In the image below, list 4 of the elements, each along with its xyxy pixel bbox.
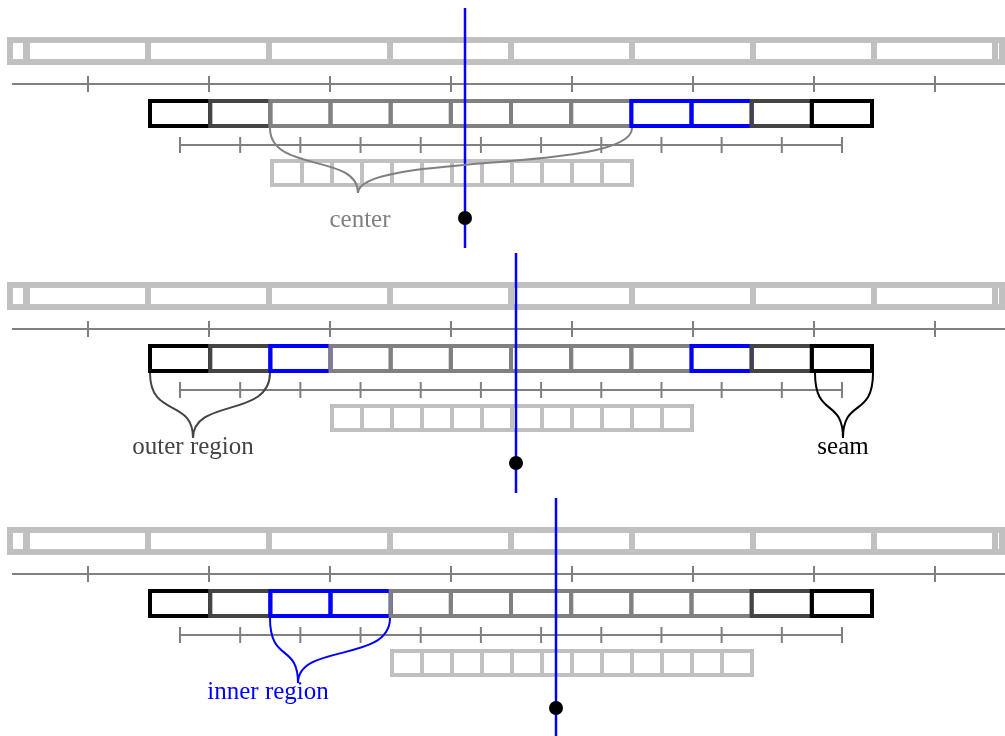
bracket-label: seam — [817, 432, 869, 460]
bracket-label: inner region — [207, 677, 329, 705]
bracket-label: outer region — [132, 432, 254, 460]
bracket-label: center — [329, 205, 391, 233]
